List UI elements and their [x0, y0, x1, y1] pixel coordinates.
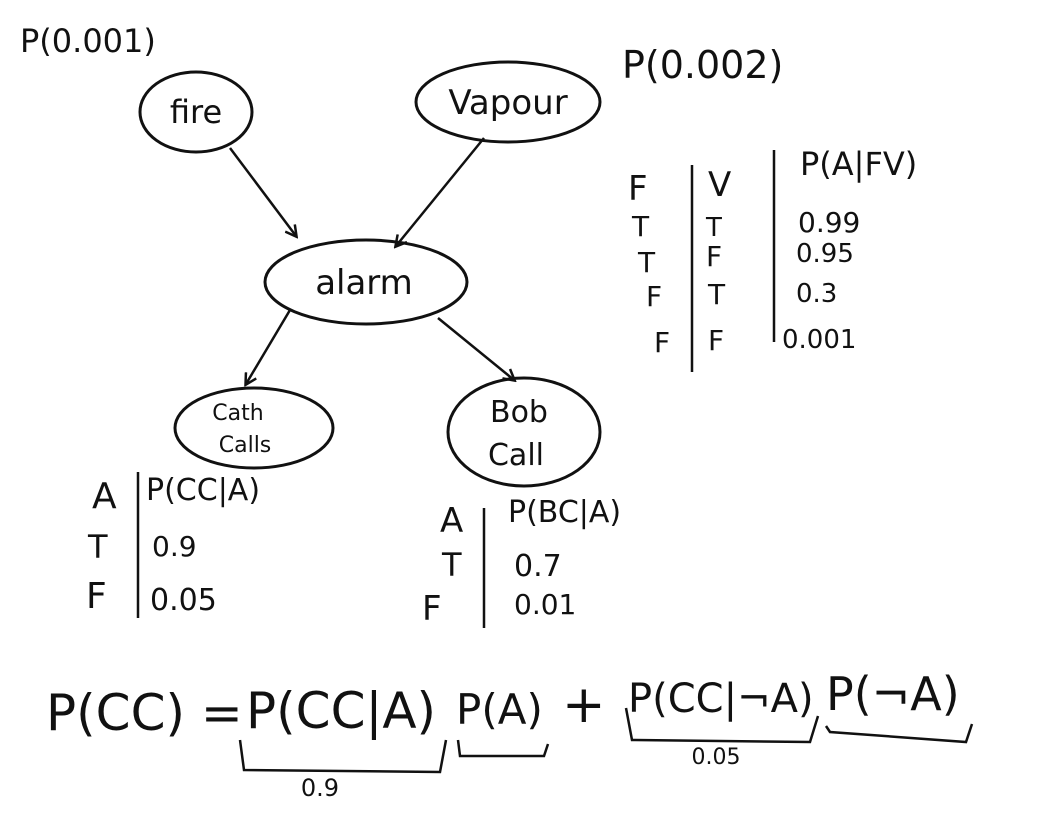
cpt-alarm-header-p: P(A|FV) — [800, 145, 917, 183]
cpt-bob-header-p: P(BC|A) — [508, 495, 621, 530]
edge-vapour-to-alarm — [396, 137, 485, 246]
node-cath-ellipse — [173, 386, 335, 470]
formula-term3: P(CC|¬A) — [628, 676, 814, 722]
node-vapour-label: Vapour — [448, 83, 567, 123]
node-cath-calls: Cath Calls — [173, 386, 335, 470]
node-cath-label-line2: Calls — [219, 433, 272, 458]
node-cath-label-line1: Cath — [212, 401, 263, 426]
cpt-cath-header-a: A — [92, 476, 117, 517]
cpt-alarm-header-f: F — [628, 169, 648, 209]
formula-plus: + — [562, 675, 606, 735]
cpt-bob-header-a: A — [440, 501, 463, 541]
cpt-alarm: F V P(A|FV) T T 0.99 T F 0.95 F T 0.3 F … — [628, 145, 917, 372]
formula-note-term3: 0.05 — [692, 745, 741, 770]
formula-term4: P(¬A) — [826, 667, 960, 721]
formula: P(CC) = P(CC|A) P(A) + P(CC|¬A) P(¬A) 0.… — [46, 667, 974, 802]
node-bob-ellipse — [446, 376, 602, 488]
underbrace-term4 — [824, 723, 974, 744]
cpt-bob-row1-p: 0.7 — [514, 549, 562, 584]
cpt-bob-row1-a: T — [441, 546, 462, 584]
node-fire: fire — [138, 70, 254, 154]
node-vapour-ellipse — [414, 60, 602, 144]
node-alarm-label: alarm — [315, 263, 413, 303]
cpt-cath-row1-p: 0.9 — [152, 530, 197, 563]
edge-alarm-to-bob — [437, 317, 514, 380]
node-fire-ellipse — [138, 70, 254, 154]
cpt-alarm-row3-v: T — [707, 278, 726, 311]
cpt-alarm-row1-p: 0.99 — [798, 206, 860, 239]
cpt-bob: A P(BC|A) T 0.7 F 0.01 — [422, 495, 621, 629]
formula-term1: P(CC|A) — [246, 682, 436, 740]
cpt-cath-row2-a: F — [86, 576, 107, 617]
cpt-cath-row1-a: T — [87, 528, 108, 566]
cpt-alarm-row4-f: F — [654, 326, 670, 359]
cpt-bob-row2-a: F — [422, 589, 442, 629]
cpt-alarm-row3-f: F — [646, 280, 662, 313]
node-bob-label-line1: Bob — [490, 395, 548, 430]
node-vapour: Vapour — [414, 60, 602, 144]
cpt-alarm-header-v: V — [708, 165, 731, 205]
cpt-alarm-row2-p: 0.95 — [796, 239, 854, 269]
edge-fire-to-alarm — [229, 147, 296, 236]
cpt-bob-row2-p: 0.01 — [514, 588, 576, 621]
node-bob-call: Bob Call — [446, 376, 602, 488]
node-alarm: alarm — [263, 238, 469, 326]
cpt-alarm-row3-p: 0.3 — [796, 279, 837, 309]
cpt-alarm-row4-v: F — [708, 324, 724, 357]
cpt-cath: A P(CC|A) T 0.9 F 0.05 — [86, 472, 260, 618]
cpt-cath-row2-p: 0.05 — [150, 583, 217, 618]
cpt-alarm-row2-v: F — [706, 240, 722, 273]
node-alarm-ellipse — [263, 238, 469, 326]
formula-term2: P(A) — [456, 685, 543, 734]
vapour-prior: P(0.002) — [622, 43, 783, 87]
cpt-alarm-row1-f: T — [631, 210, 650, 243]
fire-prior: P(0.001) — [20, 22, 156, 60]
cpt-alarm-row2-f: T — [637, 246, 656, 279]
cpt-cath-header-p: P(CC|A) — [146, 473, 260, 508]
edge-alarm-to-cath — [246, 309, 292, 384]
underbrace-term2 — [456, 739, 550, 758]
formula-note-term1: 0.9 — [301, 774, 339, 802]
underbrace-term3 — [624, 707, 820, 744]
underbrace-term1 — [238, 739, 448, 774]
node-fire-label: fire — [170, 93, 222, 131]
cpt-alarm-row4-p: 0.001 — [782, 325, 856, 355]
cpt-alarm-row1-v: T — [705, 213, 722, 243]
formula-lhs: P(CC) = — [46, 684, 243, 742]
node-bob-label-line2: Call — [488, 438, 544, 473]
